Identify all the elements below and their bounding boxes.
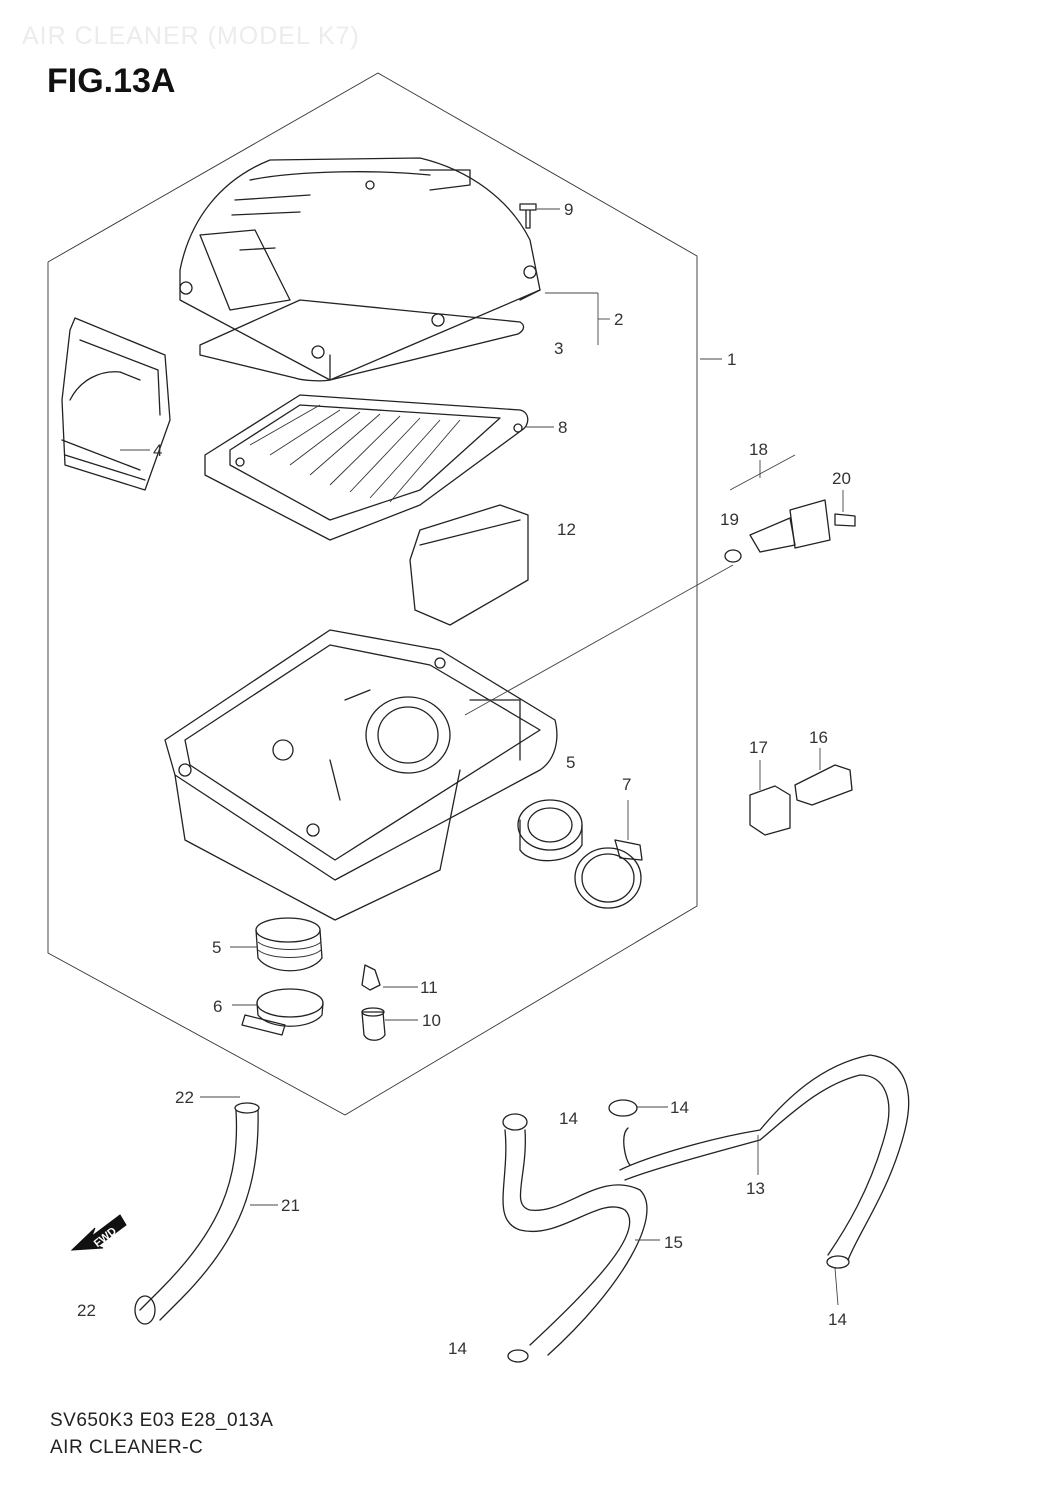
forward-arrow-icon: FWD [70,1214,127,1251]
duct-seal [409,504,529,626]
callout-22-b: 22 [77,1301,96,1320]
callout-20: 20 [832,469,851,488]
callout-14-d: 14 [448,1339,467,1358]
air-cleaner-case [164,629,558,921]
callout-10: 10 [422,1011,441,1030]
leader-lines [120,208,844,1306]
callout-12: 12 [557,520,576,539]
callout-4: 4 [153,441,162,460]
callout-13: 13 [746,1179,765,1198]
figure-title: FIG.13A [47,62,176,100]
callout-14-a: 14 [559,1109,578,1128]
diagram-code: SV650K3 E03 E28_013A [50,1410,274,1431]
drain-plug-assembly [361,964,386,1041]
diagram-caption: AIR CLEANER-C [50,1437,204,1458]
callout-3: 3 [554,339,563,358]
outlet-boot-left [255,917,323,972]
callout-5-left: 5 [212,938,221,957]
air-cleaner-cover [179,157,541,381]
callout-14-c: 14 [828,1310,847,1329]
callout-21: 21 [281,1196,300,1215]
clamp-left [241,988,324,1036]
outlet-boot-right [517,799,583,862]
clamp-right [574,839,643,909]
callout-1: 1 [727,350,736,369]
callout-5-right: 5 [566,753,575,772]
hose-13 [608,1054,910,1269]
callout-11: 11 [420,978,438,997]
iap-sensor [724,499,856,563]
callout-8: 8 [558,418,567,437]
breather-hose-21 [134,1102,260,1325]
callout-16: 16 [809,728,828,747]
callout-19: 19 [720,510,739,529]
hose-15 [502,1113,648,1363]
callout-22-a: 22 [175,1088,194,1107]
intake-duct [61,317,171,491]
coupler-assembly [749,764,853,836]
callout-15: 15 [664,1233,683,1252]
callout-9: 9 [564,200,573,219]
callout-18: 18 [749,440,768,459]
assembly-boundary [47,72,698,1116]
callout-17: 17 [749,738,768,757]
callout-6: 6 [213,997,222,1016]
callout-14-b: 14 [670,1098,689,1117]
callout-7: 7 [622,775,631,794]
cover-gasket [199,299,525,382]
screw [519,203,537,229]
faint-section-title: AIR CLEANER (MODEL K7) [22,22,360,50]
callout-2: 2 [614,310,623,329]
air-filter-element [204,394,529,541]
